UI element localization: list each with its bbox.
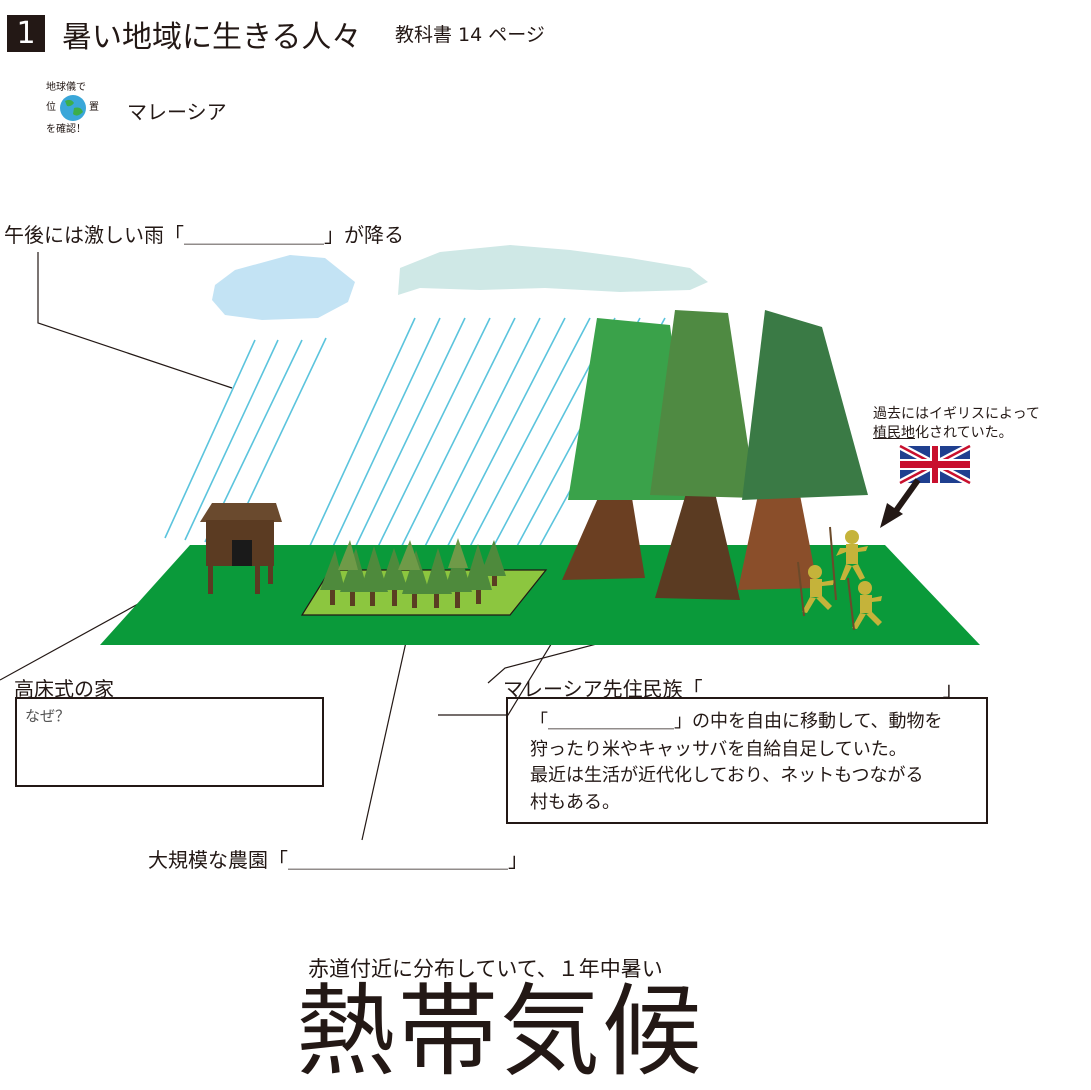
- why-answer-box[interactable]: なぜ？: [15, 697, 324, 787]
- colony-note-underlined: 植民地: [873, 425, 915, 441]
- plantation-label: 大規模な農園「＿＿＿＿＿＿＿＿＿＿＿」: [148, 848, 528, 872]
- globe-tip-line3: を確認！: [46, 124, 86, 135]
- tropical-scene: [0, 245, 980, 841]
- cloud-right: [398, 245, 708, 295]
- colony-note: 過去にはイギリスによって 植民地化されていた。: [873, 405, 1040, 443]
- globe-tip: 地球儀で 位 置 を確認！: [46, 80, 108, 138]
- country-name: マレーシア: [127, 100, 227, 124]
- globe-tip-line2a: 位: [46, 102, 56, 113]
- plantation-trees: [320, 538, 506, 608]
- section-number: 1: [7, 15, 45, 52]
- textbook-reference: 教科書 14 ページ: [395, 24, 545, 46]
- page-title: 暑い地域に生きる人々: [62, 20, 362, 55]
- globe-tip-line1: 地球儀で: [46, 82, 86, 93]
- cloud-left: [212, 255, 355, 320]
- stilt-house: [200, 503, 282, 594]
- colony-note-line1: 過去にはイギリスによって: [873, 406, 1040, 422]
- info-line4: 村もある。: [530, 792, 620, 813]
- info-line1: 「＿＿＿＿＿＿＿」の中を自由に移動して、動物を: [530, 711, 943, 732]
- why-prompt: なぜ？: [25, 707, 71, 725]
- climate-subtitle: 赤道付近に分布していて、１年中暑い: [308, 957, 663, 981]
- info-line2: 狩ったり米やキャッサバを自給自足していた。: [530, 739, 907, 760]
- globe-icon: [60, 95, 86, 121]
- union-jack-flag: [898, 442, 972, 487]
- forest-trees: [562, 310, 868, 600]
- climate-title: 熱帯気候: [296, 973, 704, 1090]
- arrow-icon: [880, 478, 921, 528]
- colony-note-rest: 化されていた。: [915, 425, 1013, 441]
- spears: [797, 526, 855, 631]
- info-box: 「＿＿＿＿＿＿＿」の中を自由に移動して、動物を 狩ったり米やキャッサバを自給自足…: [506, 697, 988, 824]
- indigenous-people: [802, 530, 882, 629]
- info-line3: 最近は生活が近代化しており、ネットもつながる: [530, 765, 924, 786]
- globe-tip-line2b: 置: [89, 102, 99, 113]
- rain-label: 午後には激しい雨「＿＿＿＿＿＿＿」が降る: [4, 223, 404, 247]
- rain-leader-line: [37, 252, 233, 389]
